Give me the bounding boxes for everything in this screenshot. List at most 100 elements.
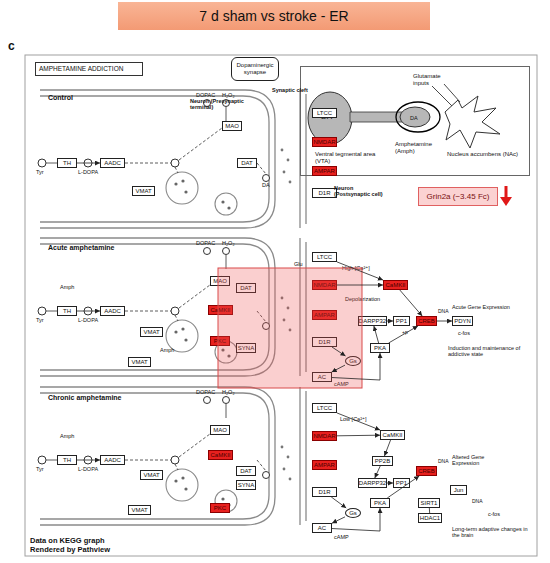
- annotation-text: Synaptic cleft: [272, 88, 308, 94]
- node-text: CaMKII: [210, 307, 230, 313]
- gene-callout: Grin2a (−3.45 Fc): [418, 187, 498, 206]
- gene-box: PP2B: [372, 456, 393, 466]
- annotation-text: Neuron (Presynaptic terminal): [190, 99, 250, 111]
- annotation-text: Control: [48, 94, 73, 101]
- pathway-arrow: [374, 326, 379, 343]
- gene-box: SYNA: [236, 343, 256, 353]
- annotation-text: L-DOPA: [78, 467, 98, 473]
- annotation-text: L-DOPA: [78, 318, 98, 324]
- node-text: DARPP32: [359, 480, 386, 486]
- node-text: VMAT: [131, 507, 147, 513]
- pathway-arrow: [332, 517, 345, 523]
- annotation-text: Amph: [60, 285, 74, 291]
- node-text: Grin2a (−3.45 Fc): [427, 193, 490, 201]
- gene-box: PKA: [370, 498, 390, 508]
- annotation-text: Rendered by Pathview: [30, 546, 110, 554]
- title-text: 7 d sham vs stroke - ER: [199, 8, 348, 24]
- inset-illustration: DAGlutamate inputsDAVentral tegmental ar…: [300, 66, 530, 176]
- node-text: AMPAR: [314, 168, 335, 174]
- gene-box: LTCC: [312, 403, 337, 413]
- gene-box: D1R: [312, 188, 337, 198]
- glutamate-input-line: [444, 84, 460, 102]
- node-text: AC: [318, 374, 326, 380]
- gene-box-highlighted: CREB: [416, 316, 437, 326]
- annotation-text: Tyr: [36, 467, 44, 473]
- gene-box: LTCC: [312, 252, 337, 262]
- pathway-arrow: [384, 440, 390, 456]
- gene-box: Jun: [450, 485, 467, 495]
- gene-box: PP1: [393, 316, 410, 326]
- node-text: SYNA: [238, 482, 254, 488]
- node-text: DARPP32: [359, 318, 386, 324]
- node-text: TH: [63, 308, 71, 314]
- annotation-text: Acute amphetamine: [48, 244, 115, 251]
- annotation-text: DNA: [472, 499, 483, 504]
- gene-box: AADC: [100, 306, 125, 316]
- gene-box: MAO: [210, 425, 230, 435]
- gene-box: DAT: [236, 283, 256, 293]
- gene-box-highlighted: NMDAR: [312, 280, 337, 290]
- gene-box: PDYN: [452, 316, 473, 326]
- pathway-arrow: [332, 353, 380, 380]
- pathway-arrow: [77, 311, 100, 312]
- gene-box-highlighted: AMPAR: [312, 310, 337, 320]
- node-text: VMAT: [143, 329, 159, 335]
- gene-box-highlighted: CaMKII: [208, 305, 233, 315]
- node-text: SYNA: [238, 345, 254, 351]
- pathway-arrow: [387, 476, 419, 498]
- node-text: CaMKII: [385, 282, 405, 288]
- node-text: TH: [63, 457, 71, 463]
- amphetamine-ring: [396, 102, 440, 132]
- panel-letter: c: [8, 40, 15, 53]
- annotation-text: Tyr: [36, 170, 44, 176]
- gene-box: DARPP32: [358, 478, 387, 488]
- gene-box: AADC: [100, 158, 125, 168]
- pathway-arrow: [337, 413, 380, 430]
- annotation-text: DOPAC: [196, 241, 215, 247]
- down-arrow-head: [500, 197, 512, 206]
- gene-box: DAT: [237, 158, 257, 168]
- node-text: LTCC: [317, 254, 332, 260]
- gene-box: VMAT: [128, 505, 151, 515]
- node-text: LTCC: [317, 110, 332, 116]
- node-text: NMDAR: [314, 433, 336, 439]
- gene-box: VMAT: [140, 470, 163, 480]
- annotation-text: H₂O₂: [222, 241, 235, 247]
- annotation-text: L-DOPA: [78, 170, 98, 176]
- node-text: PP1: [396, 480, 407, 486]
- gene-box-highlighted: AMPAR: [312, 166, 337, 176]
- pathway-arrow: [337, 285, 383, 286]
- node-text: CaMKII: [210, 452, 230, 458]
- gene-box: DAT: [236, 466, 256, 476]
- gene-box: D1R: [312, 487, 337, 497]
- gene-box: SIRT1: [418, 498, 440, 508]
- gene-box: TH: [57, 306, 77, 316]
- node-text: PKA: [374, 345, 386, 351]
- node-text: Jun: [454, 487, 464, 493]
- pathway-arrow: [337, 262, 383, 280]
- node-text: LTCC: [317, 405, 332, 411]
- annotation-text: H₂O₂: [222, 93, 235, 99]
- pathway-arrow: [332, 347, 346, 356]
- gene-box: TH: [57, 158, 77, 168]
- node-text: PKA: [374, 500, 386, 506]
- pathway-arrow: [389, 326, 418, 343]
- node-text: VMAT: [135, 188, 151, 194]
- node-text: AC: [318, 525, 326, 531]
- annotation-text: Induction and maintenance of addictive s…: [448, 346, 528, 358]
- protein-oval: Gs: [345, 356, 361, 366]
- node-text: VMAT: [143, 472, 159, 478]
- annotation-text: Altered Gene Expression: [452, 455, 502, 467]
- gene-box: PKA: [370, 343, 390, 353]
- pathway-arrow: [77, 163, 100, 164]
- gene-box: LTCC: [312, 108, 337, 118]
- pathway-arrow: [77, 460, 100, 461]
- annotation-text: H₂O₂: [222, 390, 235, 396]
- pathway-arrow: [332, 365, 345, 372]
- node-text: AADC: [104, 160, 121, 166]
- node-text: PP2B: [375, 458, 390, 464]
- pathway-arrow: [375, 466, 380, 478]
- pathway-arrow: [332, 508, 380, 531]
- gene-box: VMAT: [140, 327, 163, 337]
